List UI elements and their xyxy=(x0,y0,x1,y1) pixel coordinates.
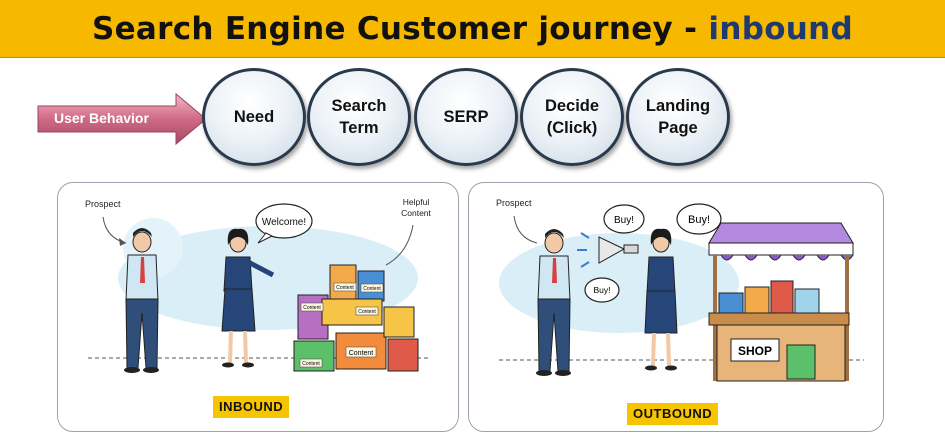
box-label: Content xyxy=(302,361,320,367)
inbound-tag: INBOUND xyxy=(213,396,290,418)
outbound-tag: OUTBOUND xyxy=(627,403,719,425)
arrow-shape-icon xyxy=(37,92,207,146)
title-main: Search Engine Customer journey - xyxy=(91,11,709,47)
buy-text-2: Buy! xyxy=(688,214,710,226)
outbound-illustration: Prospect Buy xyxy=(496,198,864,382)
prospect-man xyxy=(536,229,571,376)
megaphone-icon xyxy=(577,232,639,268)
shop-stall xyxy=(708,222,854,382)
step-search-term: Search Term xyxy=(307,68,411,166)
shop-sign: SHOP xyxy=(738,344,772,358)
prospect-arrow-icon xyxy=(513,215,538,244)
welcome-text: Welcome! xyxy=(262,217,306,228)
speech-tail-icon xyxy=(257,232,274,244)
step-decide-click: Decide (Click) xyxy=(520,68,624,166)
helpful-label-line1: Helpful xyxy=(403,197,430,207)
prospect-label: Prospect xyxy=(85,199,121,209)
helpful-label-line2: Content xyxy=(401,208,431,218)
speech-bubble xyxy=(584,277,620,303)
user-behavior-label: User Behavior xyxy=(54,110,149,126)
inbound-panel: Prospect Welcome! xyxy=(57,182,459,432)
buy-text-1: Buy! xyxy=(614,215,634,226)
box-label: Content xyxy=(336,285,354,291)
box-label: Content xyxy=(358,309,376,315)
speech-bubble xyxy=(676,203,722,235)
prospect-arrow-head-icon xyxy=(119,238,126,246)
prospect-label: Prospect xyxy=(496,198,532,208)
outbound-panel: Prospect Buy xyxy=(468,182,884,432)
prospect-man xyxy=(124,228,159,373)
box-label: Content xyxy=(363,286,381,292)
box-label: Content xyxy=(303,305,321,311)
buy-text-3: Buy! xyxy=(593,285,610,295)
step-serp: SERP xyxy=(414,68,518,166)
helpful-arrow-icon xyxy=(385,224,414,266)
step-landing-page: Landing Page xyxy=(626,68,730,166)
step-need: Need xyxy=(202,68,306,166)
marketer-woman xyxy=(644,228,678,371)
title-accent: inbound xyxy=(708,11,854,47)
speech-bubble xyxy=(603,204,645,234)
user-behavior-arrow: User Behavior xyxy=(36,92,208,151)
prospect-arrow-icon xyxy=(102,216,127,244)
inbound-illustration: Prospect Welcome! xyxy=(85,197,432,373)
speech-bubble xyxy=(255,203,313,239)
box-label: Content xyxy=(349,350,374,357)
page-title: Search Engine Customer journey - inbound xyxy=(0,0,945,58)
content-gift-boxes xyxy=(293,264,419,372)
marketer-woman xyxy=(221,228,275,368)
